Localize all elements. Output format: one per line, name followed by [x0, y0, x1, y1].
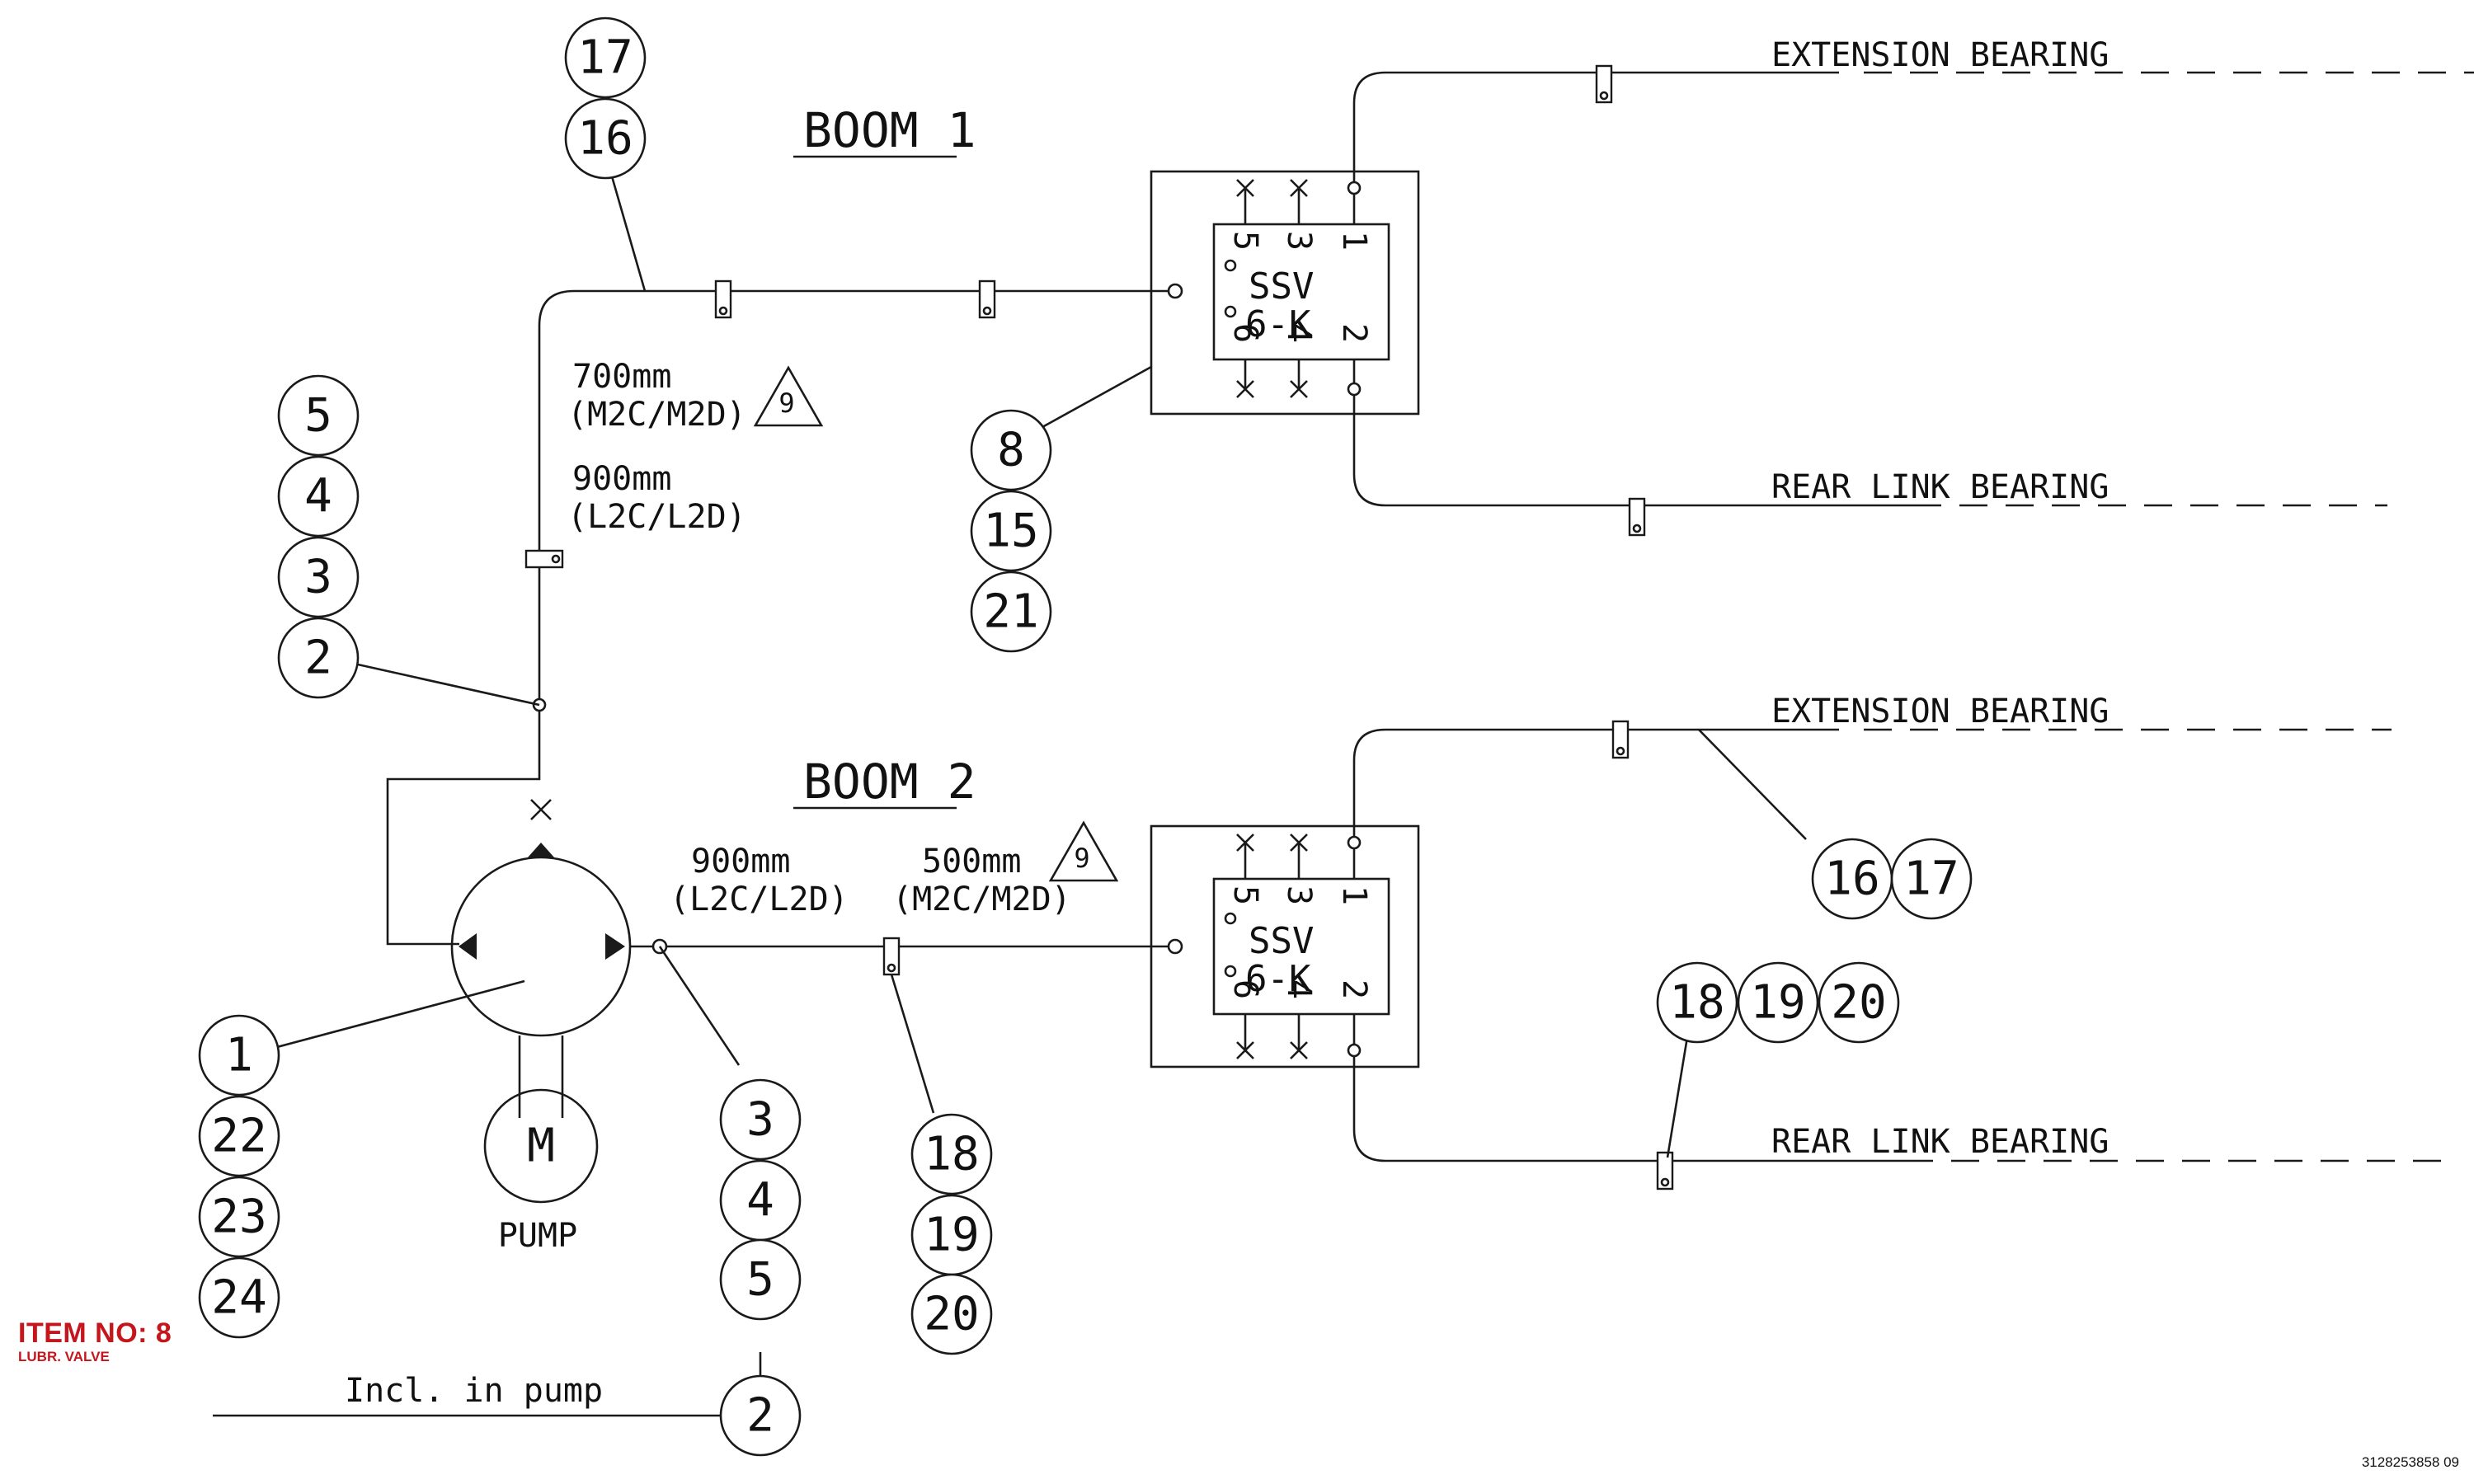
valve-pin: 5 [1226, 231, 1264, 251]
hose-clip [1656, 1151, 1674, 1190]
valve-pin: 4 [1280, 323, 1318, 343]
callout-number: 19 [924, 1209, 979, 1262]
callout-number: 3 [746, 1093, 774, 1147]
valve-block-boom2: 5 3 1 6 4 2 SSV 6-K [1150, 824, 1420, 1068]
boom2-title: BOOM 2 [803, 754, 976, 810]
callout-boom1-tee: 5 4 3 2 [277, 374, 360, 699]
callout-number: 18 [924, 1128, 979, 1181]
callout-number: 18 [1669, 976, 1724, 1030]
callout-number: 24 [211, 1271, 266, 1325]
callout-number: 5 [746, 1253, 774, 1307]
boom2-rear-line [1352, 1043, 1905, 1162]
hose-clips [524, 64, 1674, 1190]
leader-lines [276, 176, 1807, 1158]
hose-clip [1611, 720, 1630, 759]
valve-pin: 2 [1335, 323, 1373, 343]
callout-pump-outlet: 3 4 5 2 [719, 1078, 802, 1457]
callout-number: 22 [211, 1110, 266, 1163]
callout-number: 15 [983, 505, 1038, 558]
hose-models: (M2C/M2D) [567, 396, 746, 434]
boom2-ext-label: EXTENSION BEARING [1771, 693, 2109, 730]
valve-type: 6-K [1245, 958, 1311, 1000]
hose-length: 900mm [572, 460, 671, 498]
valve-pin: 3 [1280, 885, 1318, 905]
pump-symbol [450, 856, 632, 1037]
callout-number: 17 [1903, 852, 1959, 906]
callout-number: 19 [1750, 976, 1805, 1030]
hose-clip [1595, 64, 1613, 104]
note-number: 9 [778, 387, 794, 419]
callout-number: 20 [924, 1288, 979, 1341]
boom1-ext-line [1352, 71, 1839, 188]
pump-label: PUMP [498, 1217, 577, 1255]
valve-block-boom1: 5 3 1 6 4 2 SSV 6-K [1150, 170, 1420, 416]
boom1-title: BOOM 1 [803, 102, 976, 158]
drawing-number: 3128253858 09 [2361, 1454, 2459, 1470]
item-name: LUBR. VALVE [18, 1349, 110, 1364]
hose-clip [714, 279, 732, 319]
valve-type: 6-K [1245, 303, 1311, 345]
hose-models: (L2C/L2D) [670, 881, 849, 918]
callout-number: 5 [304, 389, 332, 443]
boom1-rear-line [1352, 389, 1913, 507]
callout-number: 20 [1831, 976, 1886, 1030]
pump-assembly: M PUMP [450, 799, 632, 1255]
callout-number: 3 [304, 551, 332, 604]
callout-number: 21 [983, 585, 1038, 639]
hose-models: (M2C/M2D) [892, 881, 1071, 918]
valve-name: SSV [1249, 920, 1314, 962]
callout-number: 23 [211, 1190, 266, 1244]
callout-number: 17 [577, 31, 633, 85]
hose-models: (L2C/L2D) [567, 498, 746, 536]
boom2-rear-label: REAR LINK BEARING [1771, 1123, 2109, 1161]
valve-pin: 2 [1335, 979, 1373, 999]
boom1-rear-label: REAR LINK BEARING [1771, 468, 2109, 506]
note-triangle [753, 365, 824, 427]
valve-pin: 1 [1335, 231, 1373, 251]
hose-clip [524, 549, 564, 569]
valve-name: SSV [1249, 265, 1314, 308]
note-triangle [1048, 820, 1119, 882]
hose-length: 500mm [922, 843, 1021, 881]
boom2-ext-line [1352, 728, 1839, 843]
boom1-ext-label: EXTENSION BEARING [1771, 36, 2109, 74]
motor-symbol [483, 1088, 599, 1204]
callout-number: 4 [304, 470, 332, 524]
hose-length: 700mm [572, 358, 671, 396]
callout-number: 16 [577, 112, 633, 166]
callout-boom1-valve: 8 15 21 [970, 409, 1052, 653]
titles: BOOM 1 BOOM 2 EXTENSION BEARING REAR LIN… [345, 36, 2109, 1410]
supply-line [386, 289, 1175, 946]
callout-number: 2 [304, 632, 332, 685]
hose-clip [1628, 497, 1646, 537]
valve-pin: 6 [1226, 979, 1264, 999]
callout-top-hose: 17 16 [564, 16, 647, 180]
hose-clip [978, 279, 996, 319]
item-number: ITEM NO: 8 [18, 1317, 172, 1349]
callout-number: 1 [225, 1029, 253, 1082]
motor-label: M [527, 1120, 555, 1173]
callout-number: 2 [746, 1389, 774, 1443]
callout-boom2-ext: 16 17 [1811, 838, 1973, 920]
piping [213, 71, 2474, 1417]
valve-pin: 1 [1335, 885, 1373, 905]
valve-pin: 5 [1226, 885, 1264, 905]
note-number: 9 [1074, 843, 1089, 874]
callout-pump: 1 22 23 24 [198, 1014, 280, 1339]
valve-pin: 4 [1280, 979, 1318, 999]
hose-length: 900mm [691, 843, 790, 881]
incl-note: Incl. in pump [345, 1372, 603, 1410]
hose-clip [882, 937, 901, 976]
callout-number: 4 [746, 1174, 774, 1228]
callout-boom2-rear: 18 19 20 [1656, 961, 1900, 1044]
callout-number: 8 [997, 424, 1025, 477]
callout-number: 16 [1824, 852, 1879, 906]
valve-pin: 6 [1226, 323, 1264, 343]
callout-boom2-clip: 18 19 20 [910, 1113, 993, 1355]
valve-pin: 3 [1280, 231, 1318, 251]
